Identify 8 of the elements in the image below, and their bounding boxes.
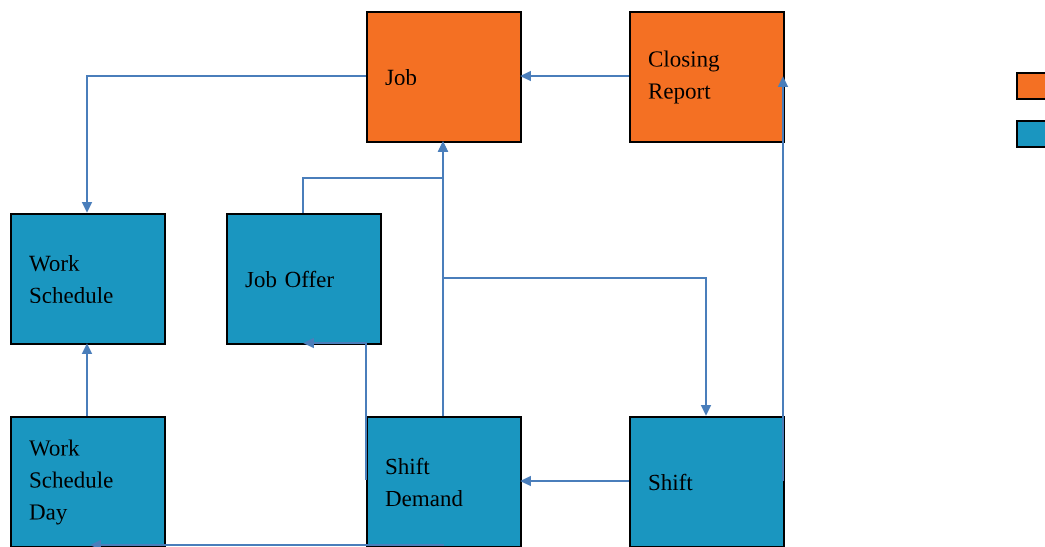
entity-box: Job Offer <box>226 213 382 345</box>
entity-box: Work Schedule Day <box>10 416 166 547</box>
entity-box: Closing Report <box>629 11 785 143</box>
entity-box: Shift Demand <box>366 416 522 547</box>
entity-box: Work Schedule <box>10 213 166 345</box>
connector-arrow <box>442 277 712 417</box>
entity-box: Job <box>366 11 522 143</box>
entity-box: Shift <box>629 416 785 547</box>
